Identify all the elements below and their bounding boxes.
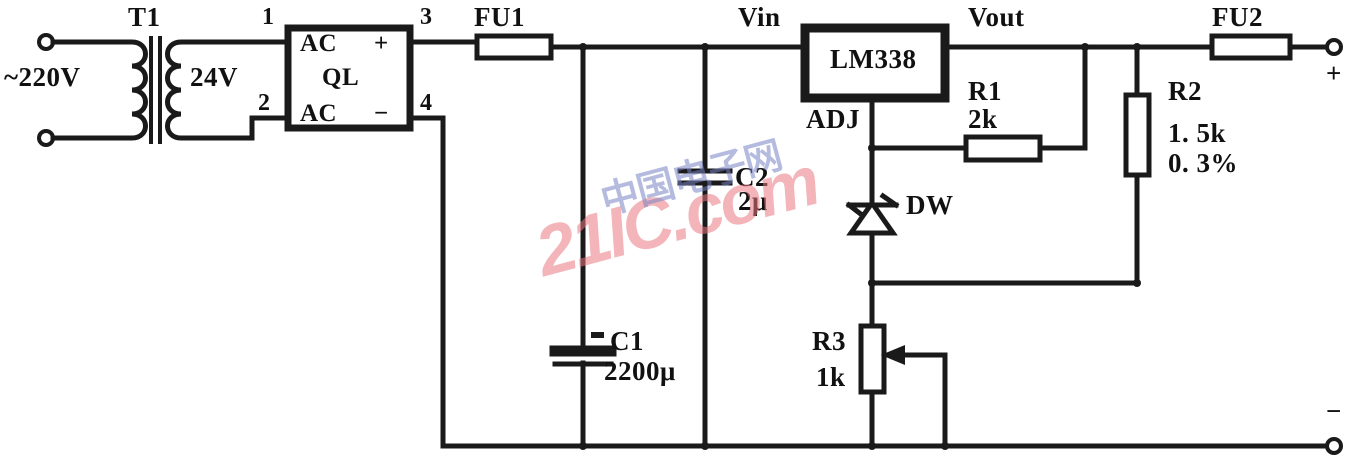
label-zener-dw: DW [906, 190, 954, 220]
output-terminal-negative [1325, 437, 1343, 455]
label-fuse-fu1: FU1 [474, 2, 525, 32]
label-ac-source: ~220V [4, 62, 81, 92]
r2-wires [869, 44, 1140, 286]
label-bridge-ql: QL [322, 64, 360, 91]
label-vin: Vin [738, 2, 781, 32]
ac-input-terminal-top [37, 33, 131, 51]
label-bridge-ac-bottom: AC [300, 100, 338, 127]
label-r3-ref: R3 [812, 326, 846, 356]
label-r3-value: 1k [816, 362, 846, 392]
label-output-plus: + [1326, 58, 1342, 88]
label-r2-tolerance: 0. 3% [1168, 148, 1238, 178]
label-output-minus: − [1326, 396, 1342, 426]
transformer-core [149, 36, 162, 144]
label-pin-4: 4 [420, 90, 433, 116]
label-bridge-ac-top: AC [300, 30, 338, 57]
label-r2-value: 1. 5k [1168, 118, 1227, 148]
label-c1-value: 2200μ [604, 356, 676, 386]
label-adj-pin: ADJ [806, 104, 860, 134]
label-regulator-lm338: LM338 [830, 44, 917, 74]
ac-input-terminal-bottom [37, 129, 131, 147]
label-transformer-secondary-voltage: 24V [190, 62, 238, 92]
label-pin-2: 2 [258, 90, 271, 116]
label-r1-value: 2k [968, 104, 998, 134]
c2-capacitor-plates [677, 168, 733, 186]
r2-resistor-body [1123, 92, 1152, 178]
wire-junctions [579, 43, 1141, 450]
label-fuse-fu2: FU2 [1212, 2, 1263, 32]
fuse-fu2-body [1209, 33, 1293, 61]
label-pin-3: 3 [420, 4, 433, 30]
r1-resistor-body [963, 134, 1043, 163]
label-c1-ref: C1 [610, 326, 644, 356]
transformer-primary-coil [125, 39, 148, 141]
bridge-rectifier-body [284, 24, 414, 132]
label-bridge-minus: − [374, 100, 389, 127]
label-vout: Vout [968, 2, 1025, 32]
label-c2-ref: C2 [735, 162, 769, 192]
bridge-rectifier-output-leads [407, 39, 480, 449]
c1-capacitor-plates [549, 345, 617, 367]
fuse-fu1-body [474, 33, 554, 61]
r1-wires [869, 44, 1088, 151]
r3-potentiometer-body [858, 323, 887, 395]
label-transformer-t1: T1 [128, 2, 161, 32]
transformer-secondary-leads [182, 39, 291, 141]
r3-wiper-arrow [880, 345, 948, 449]
label-pin-1: 1 [262, 4, 275, 30]
label-r1-ref: R1 [968, 76, 1002, 106]
label-c2-value: 2μ [738, 186, 768, 216]
label-r2-ref: R2 [1168, 76, 1202, 106]
output-terminal-positive [1287, 38, 1343, 56]
zener-dw-symbol [845, 192, 900, 286]
label-bridge-plus: + [374, 30, 389, 57]
regulator-lm338-body [800, 23, 950, 103]
transformer-secondary-coil [165, 39, 188, 141]
